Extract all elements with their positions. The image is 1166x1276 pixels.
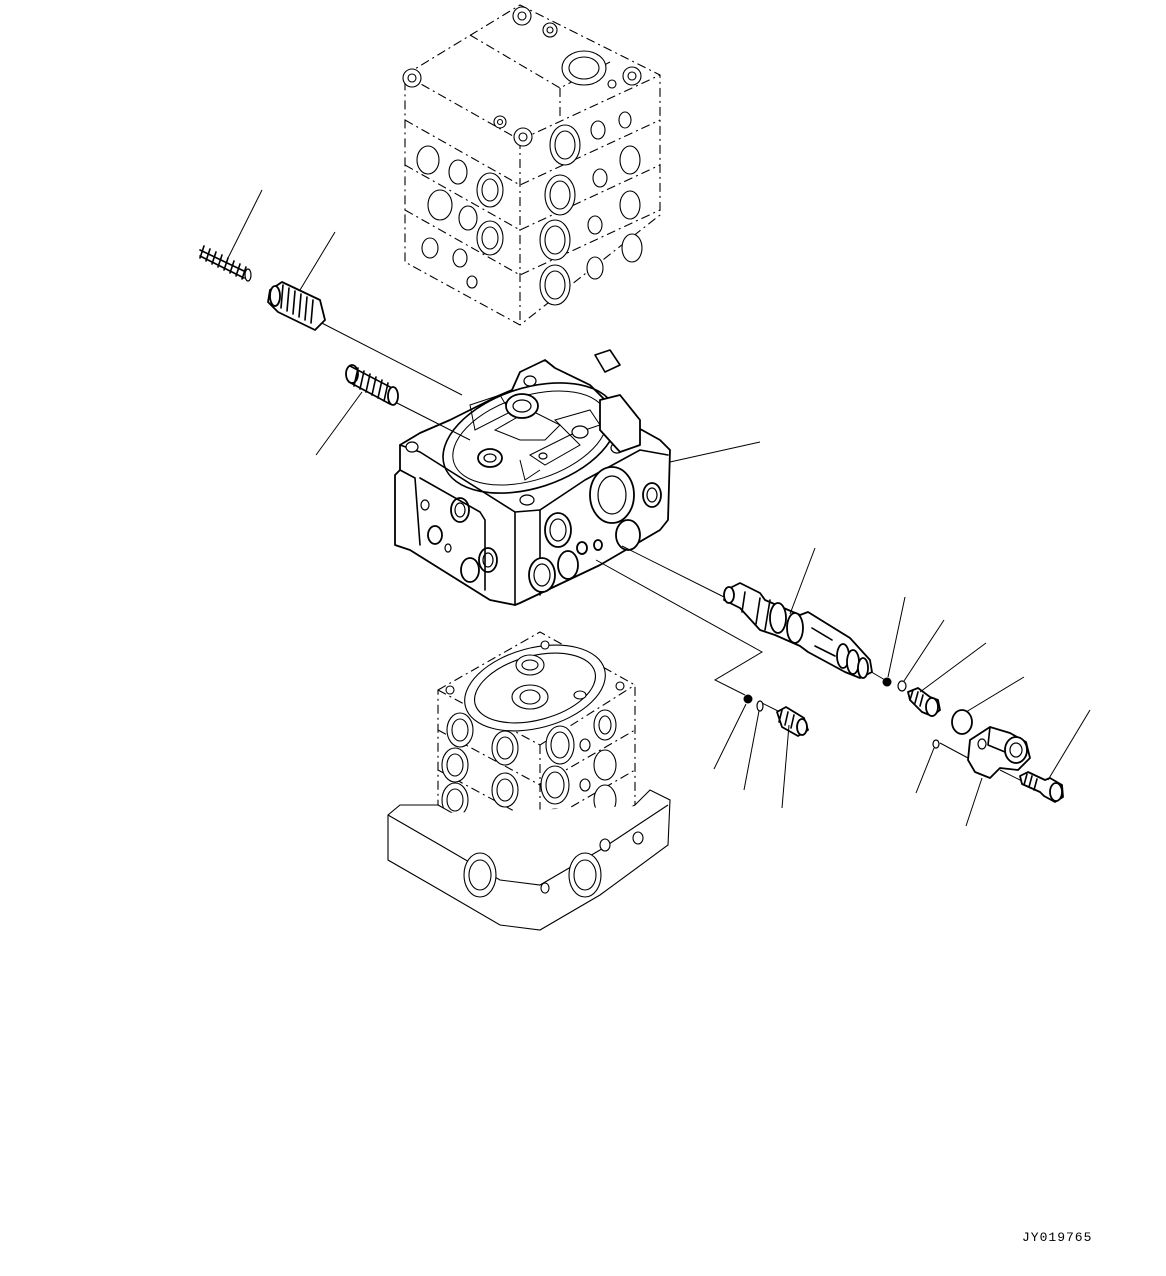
- cap: [965, 726, 1031, 827]
- o-ring-small: [897, 619, 945, 692]
- check-o-ring: [743, 700, 764, 791]
- spool: [723, 547, 873, 679]
- small-spring: [199, 189, 263, 282]
- valve-section-body: [394, 349, 671, 606]
- ball: [882, 596, 906, 687]
- large-spring: [315, 364, 399, 456]
- plug: [907, 642, 987, 717]
- spring-retainer: [267, 231, 336, 331]
- valve-body-leader: [669, 441, 761, 463]
- drawing-number: JY019765: [1022, 1230, 1093, 1245]
- o-ring-large: [951, 676, 1025, 735]
- lower-valve-stack: [387, 631, 671, 931]
- upper-valve-stack: [402, 4, 661, 326]
- bolt: [1019, 709, 1091, 803]
- o-ring-tiny: [915, 739, 940, 794]
- check-spring-plug: [776, 706, 809, 809]
- assembly-center-lines: [311, 317, 1023, 782]
- check-ball: [713, 694, 753, 770]
